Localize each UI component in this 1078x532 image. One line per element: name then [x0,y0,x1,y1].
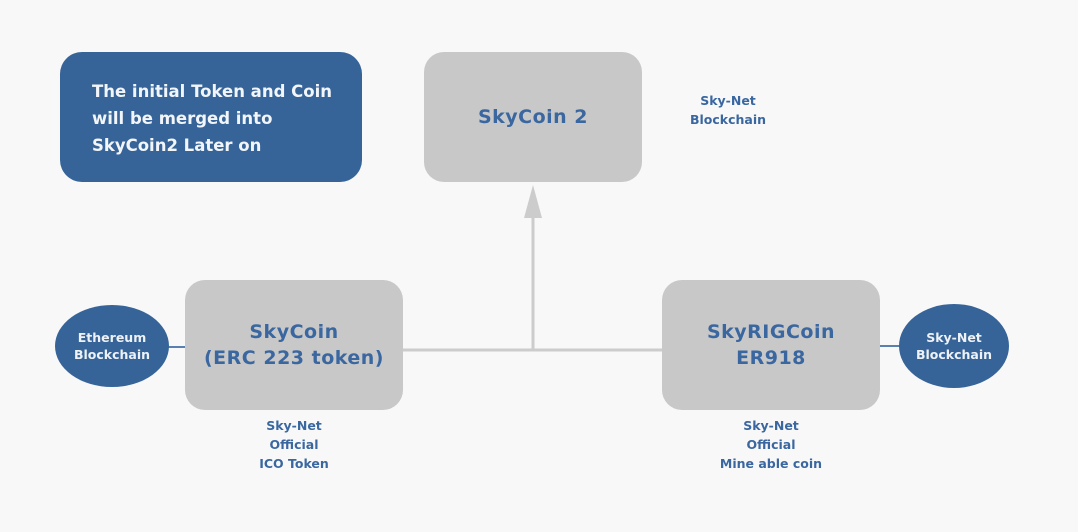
caption-line: Official [746,437,796,452]
ellipse-line: Blockchain [915,347,993,362]
caption-line: Mine able coin [719,456,823,471]
label-line: Sky-Net [700,93,756,108]
caption-line: ICO Token [259,456,329,471]
node-skycoin2: SkyCoin 2 [424,52,642,182]
node-title: SkyRIGCoin [706,321,836,343]
ellipse-line: Ethereum [77,330,147,345]
caption-line: Sky-Net [266,418,322,433]
arrowhead-up-icon [524,185,542,218]
caption-line: Sky-Net [743,418,799,433]
note-line: SkyCoin2 Later on [92,136,262,155]
ellipse-line: Sky-Net [926,330,982,345]
ellipse-line: Blockchain [73,347,151,362]
note-line: The initial Token and Coin [92,82,332,101]
skyrigcoin-caption: Sky-Net Official Mine able coin [701,416,841,473]
merge-note: The initial Token and Coin will be merge… [60,52,362,182]
node-title: SkyCoin 2 [477,106,589,128]
node-skynet-blockchain: Sky-Net Blockchain [899,304,1009,388]
node-skyrigcoin: SkyRIGCoin ER918 [662,280,880,410]
node-title: SkyCoin [249,321,339,343]
node-subtitle: ER918 [736,347,806,369]
caption-line: Official [269,437,319,452]
label-line: Blockchain [689,112,767,127]
node-subtitle: (ERC 223 token) [204,347,384,369]
node-ethereum-blockchain: Ethereum Blockchain [55,305,169,387]
node-skycoin: SkyCoin (ERC 223 token) [185,280,403,410]
note-line: will be merged into [92,109,273,128]
skycoin2-side-label: Sky-Net Blockchain [678,91,778,129]
skycoin-caption: Sky-Net Official ICO Token [234,416,354,473]
